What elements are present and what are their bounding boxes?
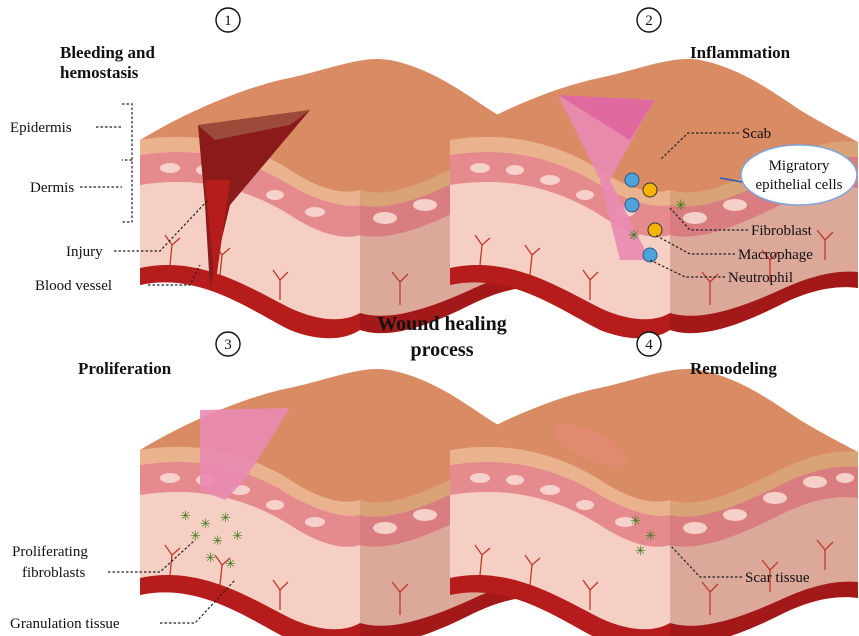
- label-granulation-tissue: Granulation tissue: [10, 616, 120, 632]
- label-dermis: Dermis: [30, 180, 74, 196]
- svg-text:1: 1: [224, 13, 232, 29]
- panel-1-title-line-2: hemostasis: [60, 63, 139, 82]
- step-number-1: 1: [216, 8, 240, 32]
- label-proliferating: Proliferating: [12, 544, 88, 560]
- label-macrophage: Macrophage: [738, 247, 813, 263]
- svg-text:✳: ✳: [225, 556, 236, 571]
- step-number-3: 3: [216, 332, 240, 356]
- label-epidermis: Epidermis: [10, 120, 72, 136]
- step-number-4: 4: [637, 332, 661, 356]
- svg-text:Migratory: Migratory: [769, 158, 830, 174]
- panel-1-title-line-1: Bleeding and: [60, 43, 155, 62]
- svg-text:4: 4: [645, 337, 653, 353]
- svg-text:epithelial cells: epithelial cells: [755, 177, 842, 193]
- svg-text:✳: ✳: [190, 528, 201, 543]
- svg-text:✳: ✳: [635, 543, 646, 558]
- step-number-2: 2: [637, 8, 661, 32]
- svg-text:✳: ✳: [200, 516, 211, 531]
- svg-text:✳: ✳: [645, 528, 656, 543]
- label-neutrophil: Neutrophil: [728, 270, 793, 286]
- svg-text:3: 3: [224, 337, 232, 353]
- layer-bracket: [122, 104, 132, 222]
- svg-text:✳: ✳: [220, 510, 231, 525]
- svg-text:✳: ✳: [180, 508, 191, 523]
- svg-text:✳: ✳: [232, 528, 243, 543]
- panel-2-title: Inflammation: [690, 43, 791, 62]
- label-blood-vessel: Blood vessel: [35, 278, 112, 294]
- svg-text:✳: ✳: [630, 513, 641, 528]
- svg-text:✳: ✳: [628, 229, 640, 244]
- label-injury: Injury: [66, 244, 103, 260]
- center-title-line-2: process: [411, 339, 474, 361]
- label-fibroblast: Fibroblast: [751, 223, 813, 239]
- panel-4-skin-block: ✳✳✳: [450, 369, 858, 636]
- svg-text:✳: ✳: [675, 199, 687, 214]
- panel-4-title: Remodeling: [690, 359, 777, 378]
- svg-text:✳: ✳: [212, 533, 223, 548]
- svg-text:✳: ✳: [205, 550, 216, 565]
- label-scar-tissue: Scar tissue: [745, 570, 810, 586]
- label-fibroblasts: fibroblasts: [22, 565, 85, 581]
- svg-text:2: 2: [645, 13, 653, 29]
- center-title-line-1: Wound healing: [377, 313, 507, 335]
- panel-3-title: Proliferation: [78, 359, 172, 378]
- label-scab: Scab: [742, 126, 771, 142]
